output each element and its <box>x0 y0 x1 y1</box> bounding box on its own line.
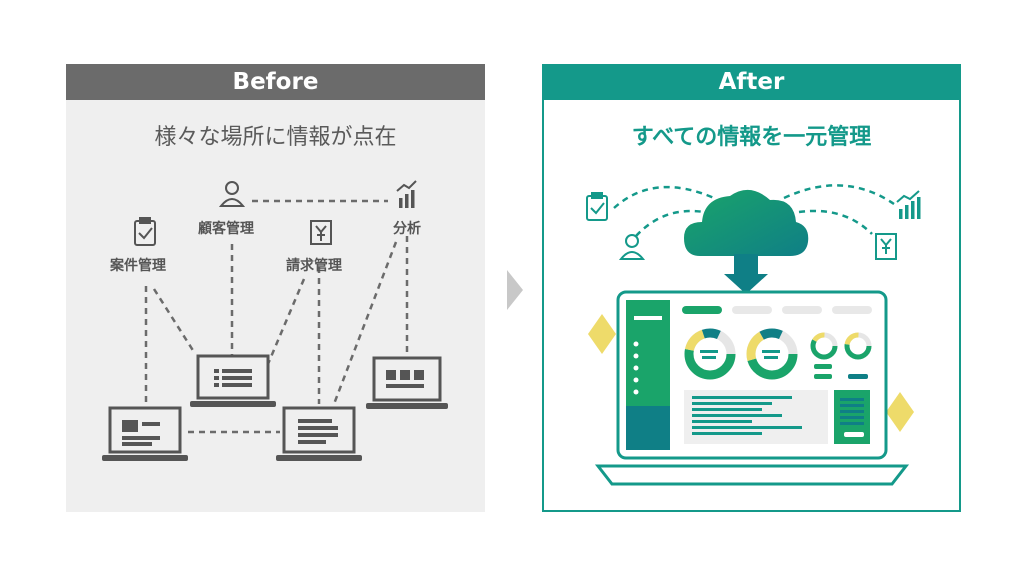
diamond-icon <box>886 392 914 432</box>
label-analysis: 分析 <box>393 221 421 237</box>
before-diagram <box>102 180 448 461</box>
before-header: Before <box>66 64 485 100</box>
before-panel: Before 様々な場所に情報が点在 <box>66 64 485 512</box>
clipboard-check-icon <box>586 192 608 221</box>
laptop-icon <box>190 354 276 407</box>
laptop-icon <box>594 290 910 486</box>
bar-chart-icon <box>896 190 921 219</box>
dashed-connectors <box>613 184 895 237</box>
before-subtitle: 様々な場所に情報が点在 <box>154 125 397 150</box>
after-panel: After すべての情報を一元管理 <box>542 64 961 512</box>
after-subtitle: すべての情報を一元管理 <box>631 125 872 150</box>
after-header: After <box>542 64 961 100</box>
after-diagram <box>586 184 921 486</box>
label-customer: 顧客管理 <box>198 221 254 237</box>
laptop-icon <box>366 356 448 409</box>
diamond-icon <box>588 314 616 354</box>
laptop-icon <box>276 406 362 461</box>
chevron-right-icon <box>507 270 523 310</box>
yen-receipt-icon <box>875 233 897 260</box>
label-case: 案件管理 <box>110 258 166 274</box>
cloud-icon <box>684 189 809 294</box>
clipboard-check-icon <box>134 217 156 246</box>
yen-receipt-icon <box>310 220 332 245</box>
label-billing: 請求管理 <box>286 258 342 274</box>
person-icon <box>218 181 246 207</box>
person-icon <box>618 234 646 260</box>
bar-chart-icon <box>396 180 417 208</box>
laptop-icon <box>102 406 188 461</box>
dashed-connectors <box>144 199 409 434</box>
